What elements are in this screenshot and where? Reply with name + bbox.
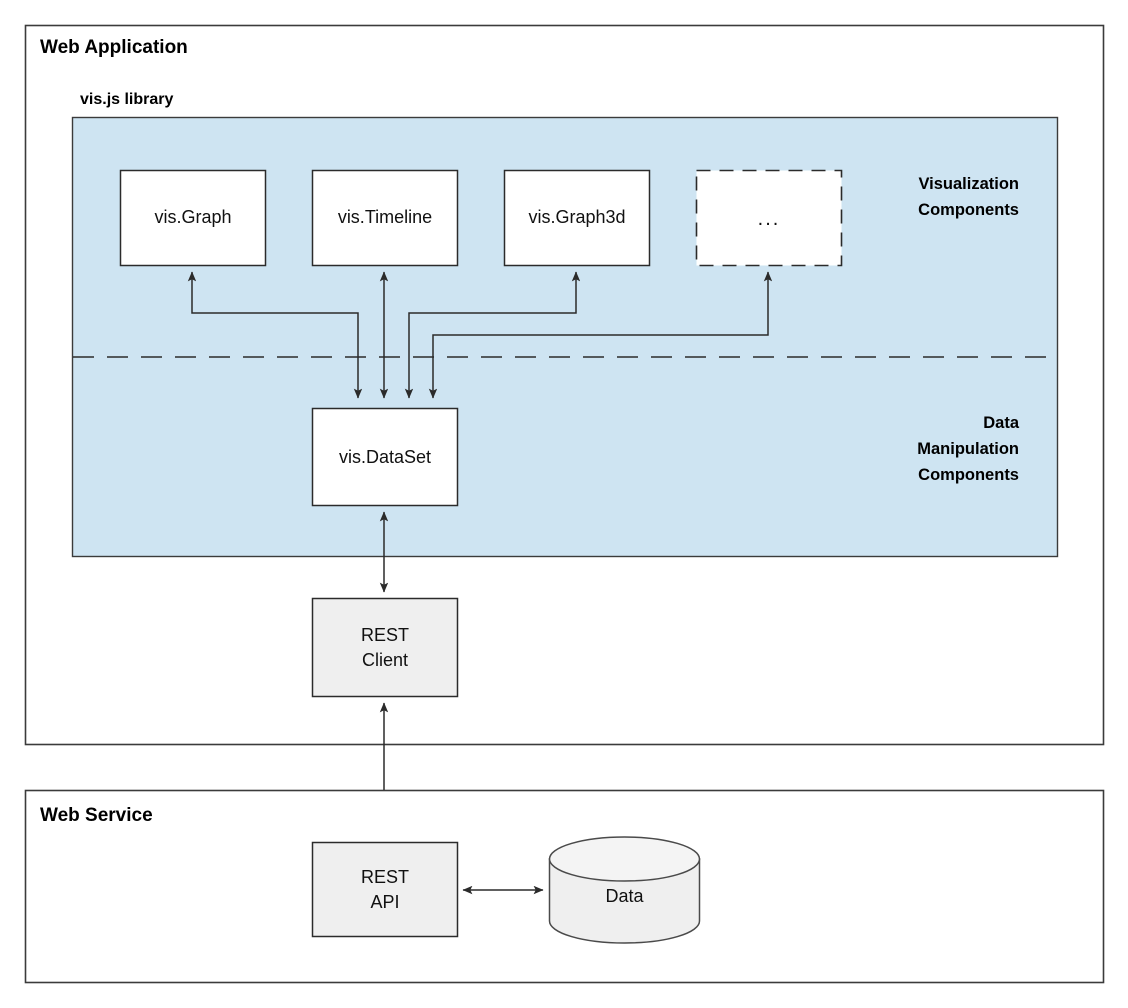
node-rest-client[interactable]: REST Client — [311, 597, 459, 698]
label-visualization-components-line1: Visualization — [918, 175, 1019, 193]
library-title: vis.js library — [80, 91, 173, 108]
node-vis-dataset[interactable]: vis.DataSet — [311, 407, 459, 507]
connector-more-dataset — [428, 271, 773, 399]
container-title-web-application: Web Application — [40, 37, 188, 58]
node-rest-api-label-line1: REST — [361, 867, 409, 887]
container-title-web-service: Web Service — [40, 805, 153, 826]
node-data-store[interactable]: Data — [548, 836, 701, 944]
database-cylinder-top-icon — [548, 836, 701, 882]
label-visualization-components-line2: Components — [918, 201, 1019, 219]
node-vis-timeline-label: vis.Timeline — [338, 207, 432, 227]
label-data-manipulation-components: Data Manipulation Components — [917, 414, 1020, 484]
node-vis-graph[interactable]: vis.Graph — [119, 169, 267, 267]
label-data-manipulation-line3: Components — [918, 466, 1019, 484]
label-data-manipulation-line2: Manipulation — [917, 440, 1019, 458]
label-visualization-components: Visualization Components — [918, 175, 1019, 219]
node-vis-graph-label: vis.Graph — [154, 207, 231, 227]
node-vis-graph3d-label: vis.Graph3d — [528, 207, 625, 227]
node-rest-api-label-line2: API — [370, 892, 399, 912]
node-more-components-label: ... — [758, 208, 781, 230]
node-more-components[interactable]: ... — [695, 169, 843, 267]
node-vis-graph3d[interactable]: vis.Graph3d — [503, 169, 651, 267]
label-data-manipulation-line1: Data — [983, 414, 1020, 432]
node-rest-client-label-line1: REST — [361, 625, 409, 645]
node-rest-client-label-line2: Client — [362, 650, 408, 670]
node-rest-api[interactable]: REST API — [311, 841, 459, 938]
node-vis-timeline[interactable]: vis.Timeline — [311, 169, 459, 267]
node-data-store-label: Data — [605, 886, 644, 906]
connector-vis-graph-dataset — [187, 271, 363, 399]
node-vis-dataset-label: vis.DataSet — [339, 447, 431, 467]
